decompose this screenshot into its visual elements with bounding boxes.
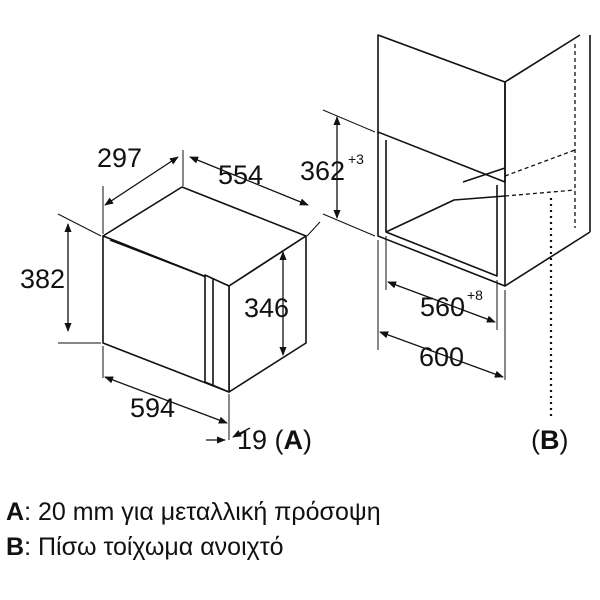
cabinet-niche-inner [385,140,498,277]
legend-item-a: A: 20 mm για μεταλλική πρόσοψη [6,498,381,527]
marker-b: B [540,425,560,455]
dim-19: 19 [237,425,267,455]
dim-line-594 [104,376,228,424]
dim-600: 600 [419,342,464,372]
legend-key-b: B [6,533,25,561]
cabinet-extension-lines [322,109,506,380]
microwave-extension-lines [57,150,321,440]
cabinet-niche-floor [385,195,506,233]
cabinet-upper-panel [377,34,506,183]
cabinet-side [504,231,591,287]
microwave-drawing [102,186,307,393]
dim-362: 362 [300,156,345,186]
dim-560: 560 [420,292,465,322]
dim-554: 554 [218,160,263,190]
legend-text-b: : Πίσω τοίχωμα ανοιχτό [24,533,284,561]
cabinet-upper-side [504,34,581,83]
marker-a: A [284,425,304,455]
dim-line-600 [379,331,504,378]
cabinet-drawing [377,34,591,287]
dim-362-tolerance: +3 [348,151,364,167]
microwave-dimension-lines [64,156,309,444]
dim-594: 594 [130,393,175,423]
cabinet-dimension-lines [333,116,504,378]
legend-text-a: : 20 mm για μεταλλική πρόσοψη [24,498,381,526]
dim-line-554 [189,156,309,206]
dim-560-tolerance: +8 [467,287,483,303]
dim-297: 297 [97,143,142,173]
microwave-door-panel [204,274,230,393]
dim-line-297 [104,156,179,206]
dim-line-19-right [232,427,251,438]
dim-19-label: 19 (A) [237,425,312,455]
marker-b-label: (B) [531,425,569,455]
legend-item-b: B: Πίσω τοίχωμα ανοιχτό [6,533,284,562]
dim-346: 346 [244,293,289,323]
cabinet-niche [377,132,506,287]
cabinet-hidden-lines [504,44,576,228]
legend-key-a: A [6,498,25,526]
dim-382: 382 [20,264,65,294]
dim-line-560 [387,281,496,323]
